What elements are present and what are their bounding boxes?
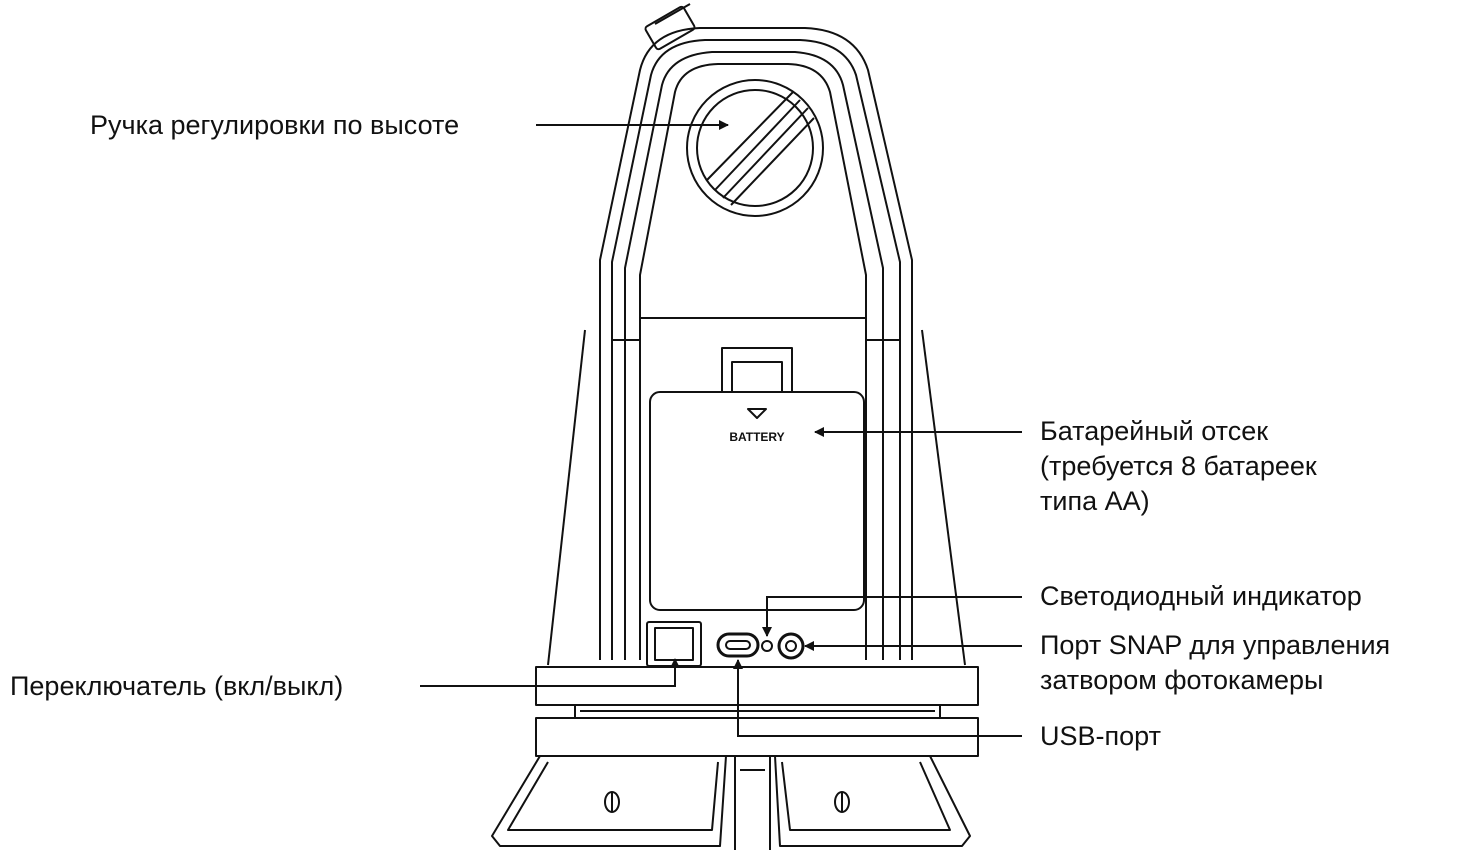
leader-usb-port <box>733 659 1022 737</box>
callout-battery-line-1: Батарейный отсек <box>1040 416 1269 446</box>
yoke-frame <box>547 27 966 666</box>
callout-battery-line-2: (требуется 8 батареек <box>1040 451 1317 481</box>
body-panel <box>639 317 867 660</box>
leader-led <box>762 596 1022 637</box>
leader-power-switch <box>420 658 680 687</box>
callout-snap-port: Порт SNAP для управления затвором фотока… <box>1040 628 1390 698</box>
callout-height-knob: Ручка регулировки по высоте <box>90 110 460 140</box>
height-knob-icon <box>686 79 824 217</box>
snap-port-icon <box>777 632 805 660</box>
top-screw-icon <box>644 3 696 51</box>
led-indicator-icon <box>761 640 773 652</box>
callout-battery-line-3: типа АА) <box>1040 486 1150 516</box>
tripod-feet <box>491 755 971 850</box>
callout-snap-line-1: Порт SNAP для управления <box>1040 630 1391 660</box>
base-plates <box>535 666 979 757</box>
callout-battery-compartment: Батарейный отсек (требуется 8 батареек т… <box>1040 414 1317 519</box>
callout-usb-port: USB-порт <box>1040 721 1161 751</box>
callout-led-indicator: Светодиодный индикатор <box>1040 581 1362 611</box>
battery-cover <box>649 391 865 611</box>
usb-port-icon <box>716 632 760 658</box>
battery-cover-label: BATTERY <box>729 430 784 444</box>
callout-snap-line-2: затвором фотокамеры <box>1040 665 1324 695</box>
callout-power-switch: Переключатель (вкл/выкл) <box>10 671 344 701</box>
